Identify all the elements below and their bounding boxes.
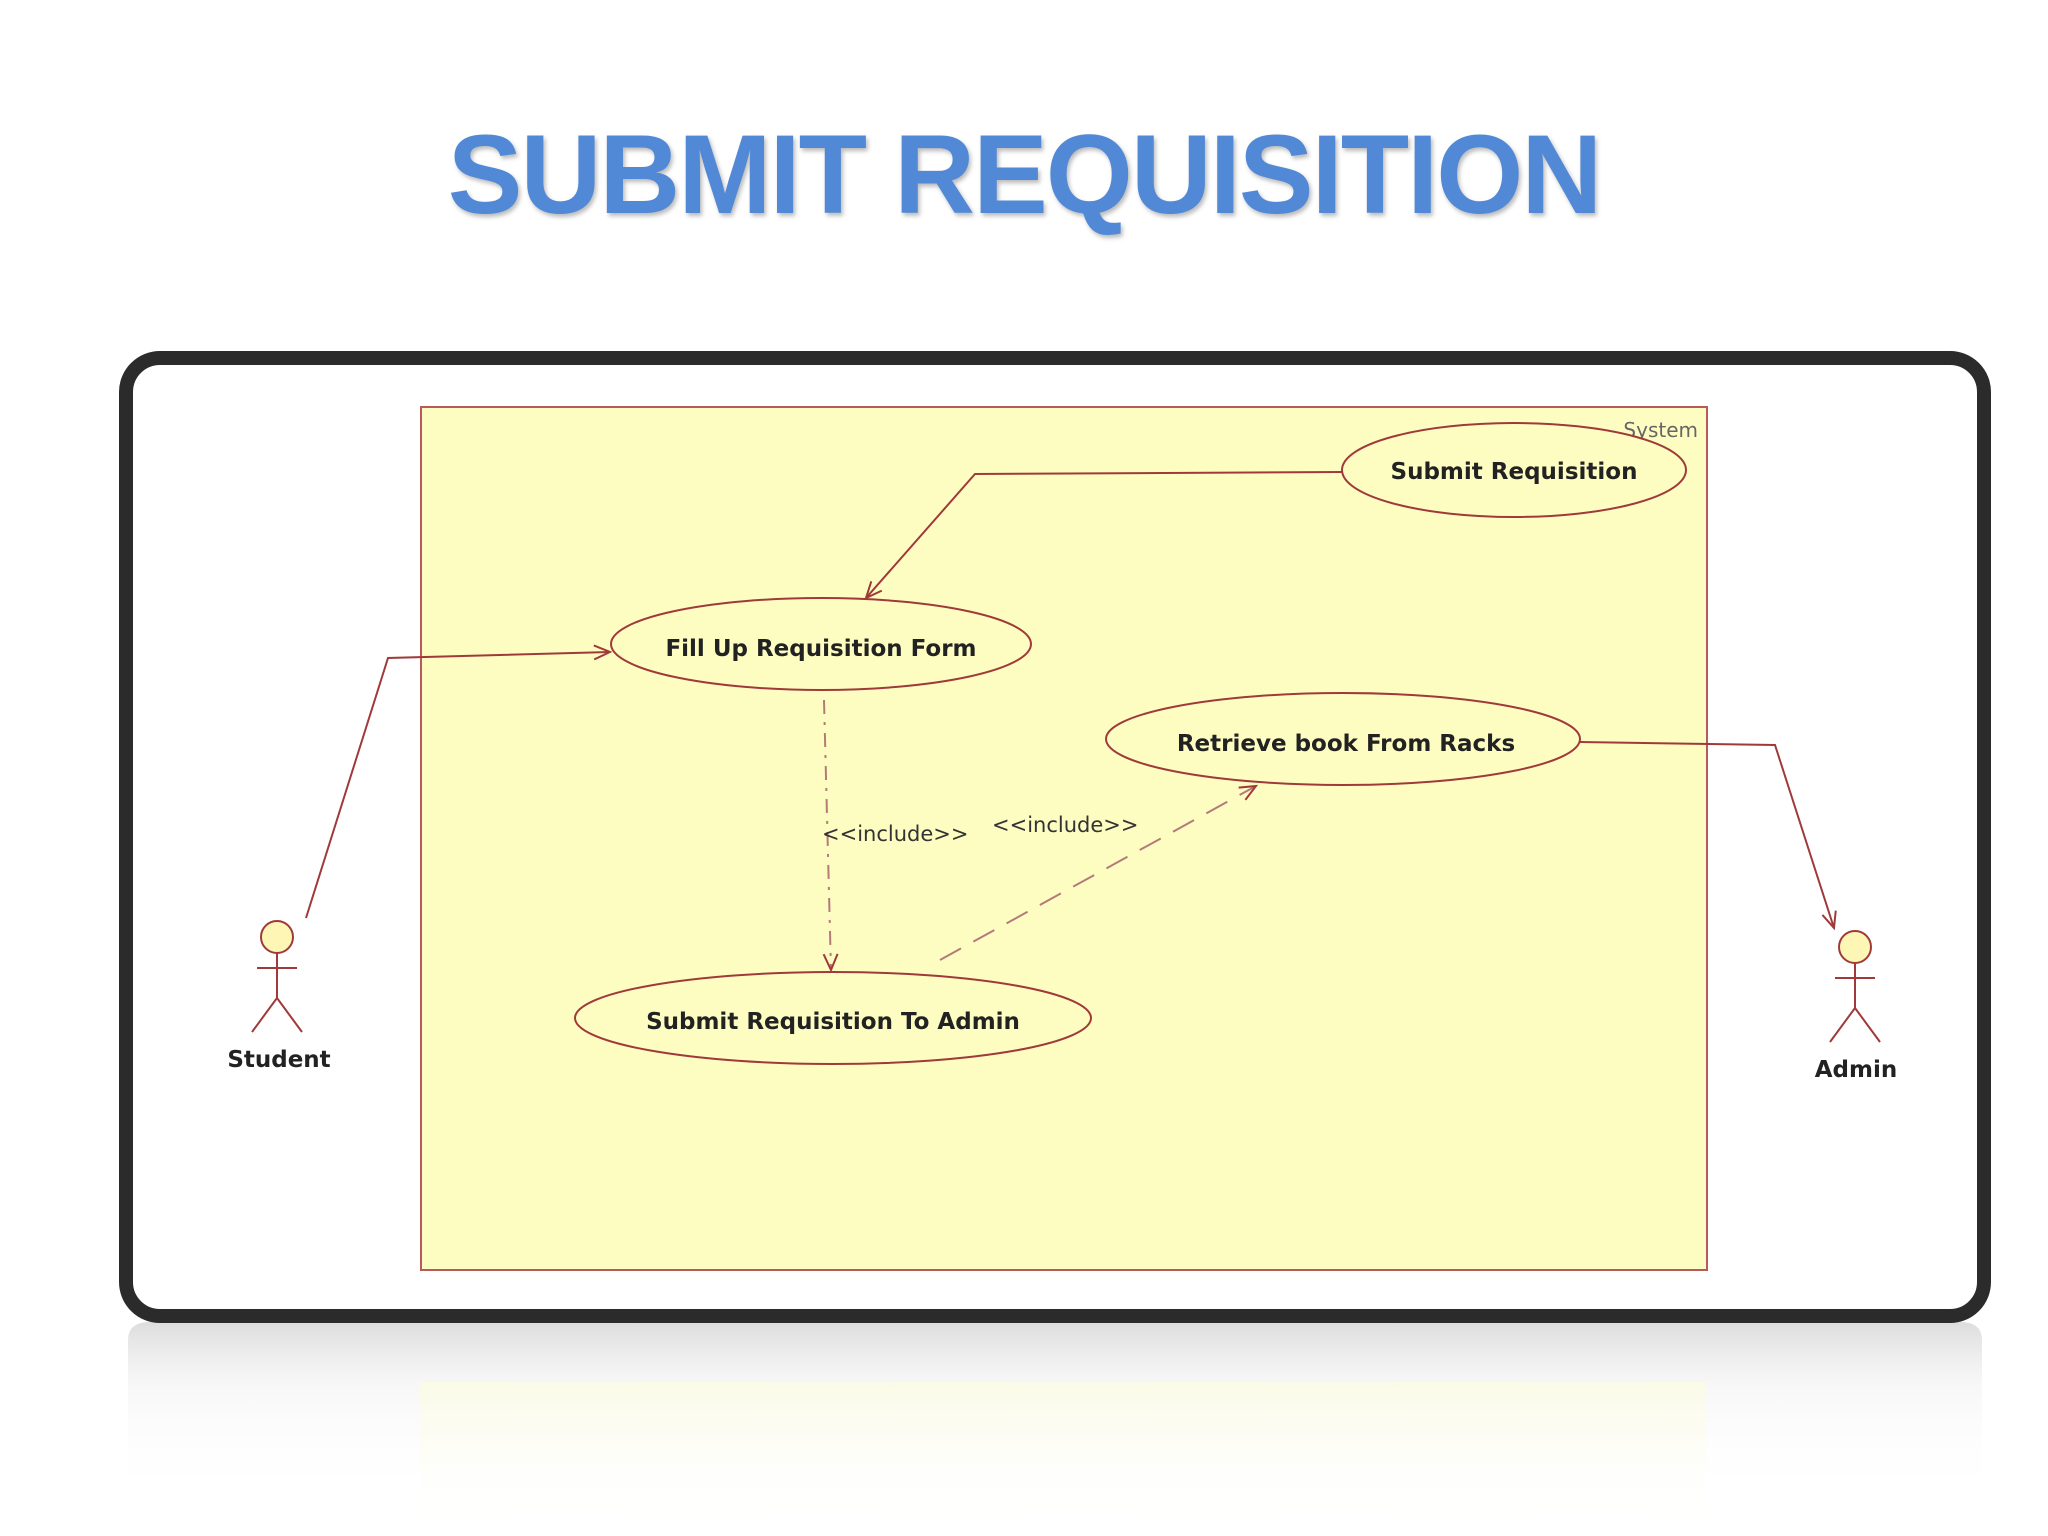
use-case-fill-up-form[interactable]: Fill Up Requisition Form bbox=[610, 597, 1032, 691]
slide-title: SUBMIT REQUISITION bbox=[447, 112, 1602, 237]
actor-student[interactable]: Student bbox=[227, 920, 331, 1073]
use-case-label: Submit Requisition bbox=[1391, 459, 1638, 485]
include-label-1: <<include>> bbox=[822, 822, 968, 846]
use-case-submit-requisition[interactable]: Submit Requisition bbox=[1341, 422, 1687, 518]
association-submit-to-fill bbox=[866, 471, 1343, 598]
use-case-label: Submit Requisition To Admin bbox=[646, 1009, 1020, 1035]
association-student-to-fill bbox=[305, 652, 610, 919]
actor-head bbox=[260, 920, 294, 954]
actor-head bbox=[1838, 930, 1872, 964]
use-case-label: Fill Up Requisition Form bbox=[665, 636, 976, 662]
actor-admin[interactable]: Admin bbox=[1815, 930, 1898, 1083]
frame-reflection bbox=[128, 1322, 1982, 1536]
use-case-label: Retrieve book From Racks bbox=[1177, 731, 1515, 757]
use-case-submit-to-admin[interactable]: Submit Requisition To Admin bbox=[574, 971, 1092, 1065]
include-label-2: <<include>> bbox=[992, 813, 1138, 837]
actor-label: Admin bbox=[1815, 1057, 1898, 1083]
use-case-retrieve-book[interactable]: Retrieve book From Racks bbox=[1105, 692, 1581, 786]
include-line-submit-to-retrieve bbox=[939, 786, 1256, 961]
system-boundary bbox=[420, 406, 1708, 1271]
include-line-fill-to-submit bbox=[824, 699, 831, 970]
actor-label: Student bbox=[227, 1047, 330, 1073]
association-retrieve-to-admin bbox=[1579, 741, 1834, 928]
